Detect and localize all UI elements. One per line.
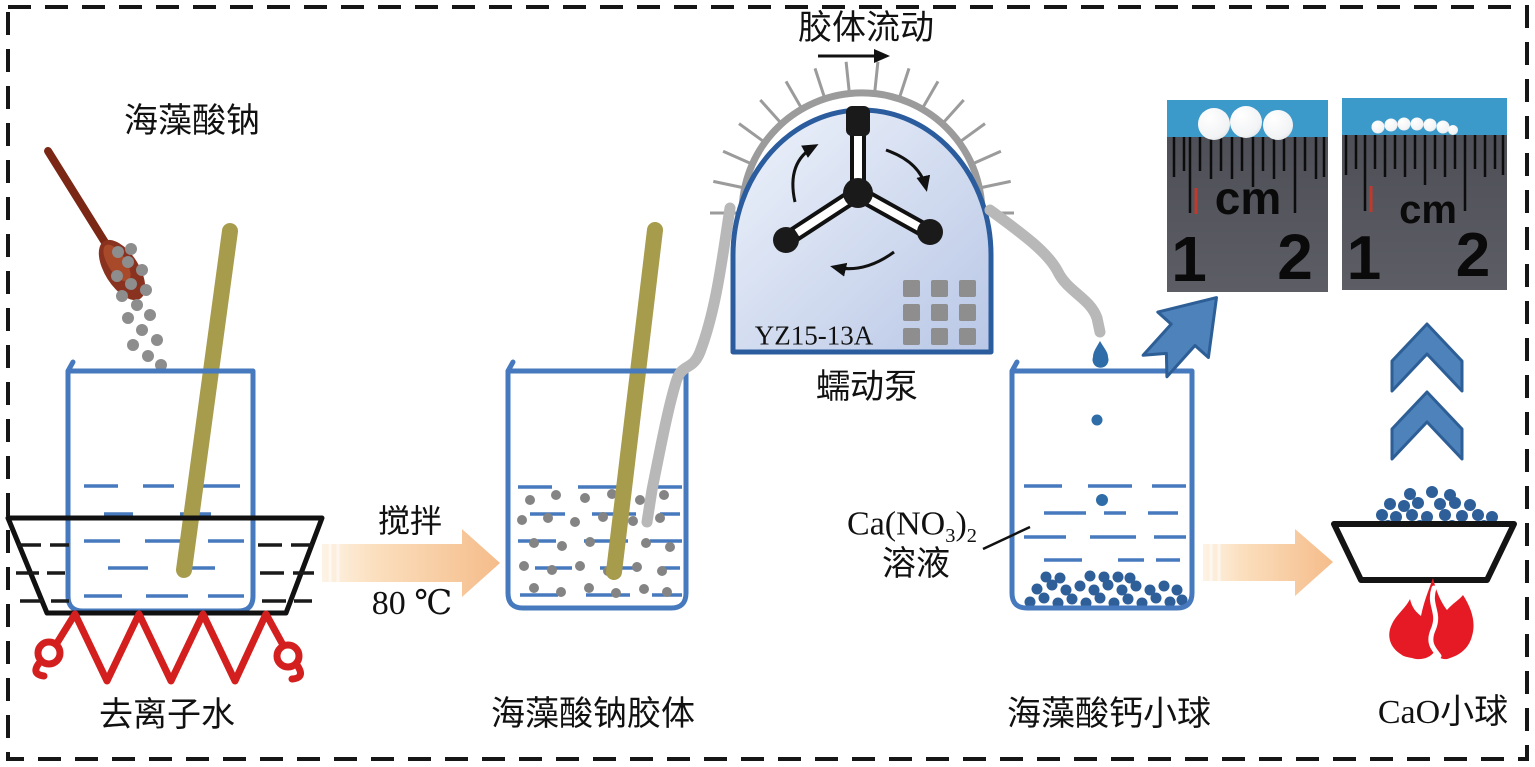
tube-outlet	[984, 204, 1106, 338]
beaker3-water-lines	[1024, 484, 1186, 562]
beaker1-water-lines	[84, 484, 244, 598]
arrow-to-dish-stripes	[1209, 544, 1221, 581]
label-peristaltic-pump: 蠕动泵	[816, 369, 918, 406]
calcium-alginate-beads-in-beaker	[1024, 570, 1188, 609]
tube-inlet	[641, 202, 736, 528]
photo1-unit: cm	[1214, 172, 1282, 224]
label-pump-model: YZ15-13A	[754, 320, 874, 351]
beaker-colloid	[505, 359, 689, 611]
label-sodium-alginate: 海藻酸钠	[124, 103, 260, 140]
beaker-calcium-nitrate	[1009, 359, 1195, 611]
photo2-unit: cm	[1399, 188, 1457, 232]
label-deionized-water: 去离子水	[99, 697, 235, 734]
label-colloid: 海藻酸钠胶体	[491, 696, 695, 733]
photo2-num-2: 2	[1455, 221, 1491, 290]
arrow-stirring	[322, 529, 500, 597]
bath-water-lines	[16, 543, 314, 603]
water-bath-dish	[5, 515, 325, 616]
ruler-photo-2	[1342, 98, 1507, 290]
flame-icon	[1389, 578, 1474, 660]
photo1-num-1: 1	[1171, 223, 1207, 295]
powder-dots	[111, 243, 167, 371]
photo2-num-1: 1	[1346, 224, 1382, 293]
ruler-photo-1	[1167, 100, 1328, 292]
label-solution: 溶液	[882, 546, 950, 583]
colloid-dots	[517, 489, 675, 598]
chevron-up-arrows	[1390, 322, 1464, 461]
pump-keypad	[903, 280, 976, 345]
pump-spikes	[710, 61, 1014, 215]
label-calcium-nitrate: Ca(NO3)2	[847, 505, 977, 548]
label-colloid-flow: 胶体流动	[798, 10, 934, 47]
label-temperature: 80 ℃	[371, 585, 453, 622]
pump-arc	[738, 89, 986, 229]
arrow-to-dish	[1203, 529, 1333, 596]
label-pointer-line	[982, 525, 1031, 551]
pump-rotor	[773, 106, 943, 253]
heater-coil-icon	[32, 610, 304, 685]
stirring-rod	[176, 223, 238, 578]
arrow-stirring-stripes	[328, 544, 340, 582]
drops	[1091, 341, 1109, 506]
photo1-num-2: 2	[1277, 221, 1313, 293]
stirring-rod-2	[606, 222, 663, 580]
rotation-arrows	[791, 144, 931, 277]
label-stirring: 搅拌	[377, 503, 443, 539]
label-calcium-alginate-beads: 海藻酸钙小球	[1007, 696, 1211, 733]
arrow-to-photo	[1141, 296, 1218, 379]
dashed-border	[6, 5, 1529, 761]
evaporating-dish	[1331, 521, 1517, 583]
label-cao-beads: CaO小球	[1377, 694, 1509, 731]
spoon-icon	[44, 147, 146, 301]
beaker2-water-lines	[518, 485, 682, 597]
